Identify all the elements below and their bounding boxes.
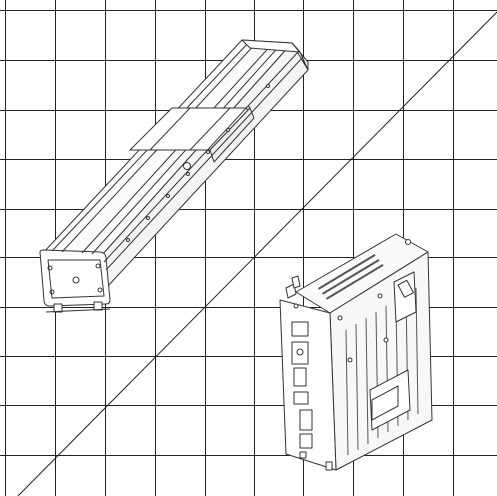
linear-actuator-icon: [39, 39, 309, 313]
diagonal-line: [17, 11, 497, 496]
servo-controller-icon: [279, 233, 433, 471]
top-vent-slots: [318, 254, 384, 300]
